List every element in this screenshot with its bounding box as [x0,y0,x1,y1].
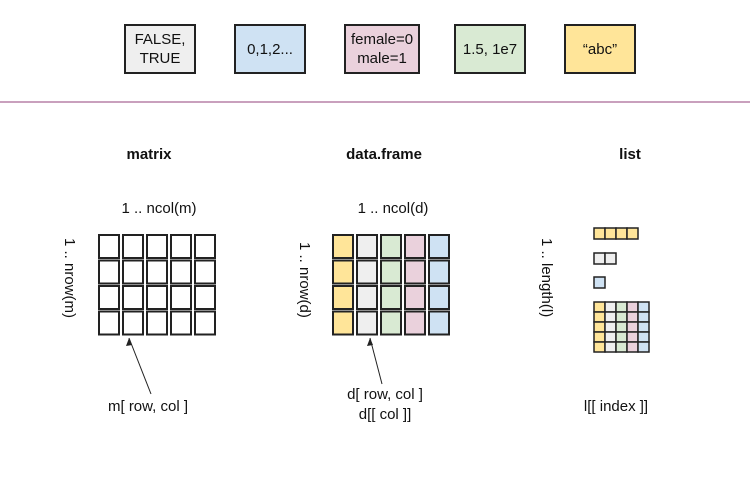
dataframe-cell [380,259,402,285]
list-dataframe-cell [604,321,617,333]
list-dataframe-cell [637,341,650,353]
matrix-cell [194,310,216,336]
matrix-cell [122,234,144,259]
list-dataframe-cell [604,311,617,323]
matrix-cell [170,259,192,285]
list-dataframe-cell [615,301,628,313]
list-dataframe-cell [626,341,639,353]
list-index-label: l[[ index ]] [583,398,649,415]
list-elements [593,227,650,353]
dataframe-col-label: 1 .. ncol(d) [357,200,429,217]
list-vector-cell [626,227,639,240]
dataframe-cell [356,259,378,285]
matrix-cell [98,234,120,259]
matrix-cell [122,259,144,285]
matrix-cell [170,234,192,259]
section-divider [0,101,750,103]
matrix-col-label: 1 .. ncol(m) [121,200,197,217]
dataframe-cell [428,310,450,336]
dataframe-cell [356,285,378,310]
dataframe-cell [332,285,354,310]
list-dataframe-cell [626,301,639,313]
list-vector-cell [593,252,606,265]
list-vector-cell [604,252,617,265]
list-dataframe-cell [615,331,628,343]
dataframe-cell [404,310,426,336]
list-vector-cell [593,276,606,289]
matrix-cell [146,285,168,310]
list-dataframe-cell [626,311,639,323]
dataframe-cell [356,310,378,336]
list-dataframe-cell [637,311,650,323]
type-box-character: “abc” [564,24,636,74]
list-dataframe-cell [604,301,617,313]
type-box-logical: FALSE, TRUE [124,24,196,74]
matrix-cell [122,310,144,336]
type-box-integer: 0,1,2... [234,24,306,74]
dataframe-index-arrow [369,337,383,385]
matrix-cell [170,310,192,336]
matrix-cell [194,234,216,259]
matrix-cell [170,285,192,310]
list-vector-cell [615,227,628,240]
matrix-arrow-head [126,338,132,346]
dataframe-cell [332,234,354,259]
dataframe-index-label-1: d[ row, col ] [347,386,423,403]
dataframe-index-label-2: d[[ col ]] [358,406,412,423]
dataframe-title: data.frame [346,146,422,163]
list-dataframe-cell [593,341,606,353]
list-vector-cell [604,227,617,240]
list-title: list [619,146,641,163]
matrix-index-arrow [128,337,152,395]
list-dataframe-cell [593,331,606,343]
matrix-cell [98,310,120,336]
list-dataframe-cell [637,301,650,313]
list-dataframe-cell [604,341,617,353]
list-dataframe-cell [626,321,639,333]
dataframe-cell [332,310,354,336]
dataframe-cell [380,285,402,310]
list-dataframe-cell [593,311,606,323]
list-dataframe-cell [637,321,650,333]
dataframe-cell [380,310,402,336]
list-dataframe-cell [626,331,639,343]
matrix-cell [146,259,168,285]
list-dataframe-cell [593,301,606,313]
dataframe-cell [404,285,426,310]
dataframe-cell [404,234,426,259]
dataframe-grid [332,234,450,336]
matrix-index-label: m[ row, col ] [107,398,189,415]
matrix-grid [98,234,216,336]
matrix-cell [122,285,144,310]
dataframe-cell [404,259,426,285]
matrix-cell [146,234,168,259]
matrix-cell [146,310,168,336]
list-dataframe-cell [637,331,650,343]
matrix-cell [98,285,120,310]
list-dataframe-cell [615,311,628,323]
dataframe-cell [332,259,354,285]
dataframe-cell [428,259,450,285]
list-dataframe-cell [593,321,606,333]
dataframe-cell [356,234,378,259]
matrix-title: matrix [126,146,172,163]
list-vector-cell [593,227,606,240]
matrix-cell [194,259,216,285]
type-box-numeric: 1.5, 1e7 [454,24,526,74]
list-dataframe-cell [615,321,628,333]
type-box-factor: female=0 male=1 [344,24,420,74]
matrix-cell [98,259,120,285]
matrix-cell [194,285,216,310]
list-dataframe-cell [604,331,617,343]
dataframe-arrow-head [367,338,373,346]
dataframe-cell [380,234,402,259]
list-dataframe-cell [615,341,628,353]
dataframe-cell [428,285,450,310]
dataframe-cell [428,234,450,259]
